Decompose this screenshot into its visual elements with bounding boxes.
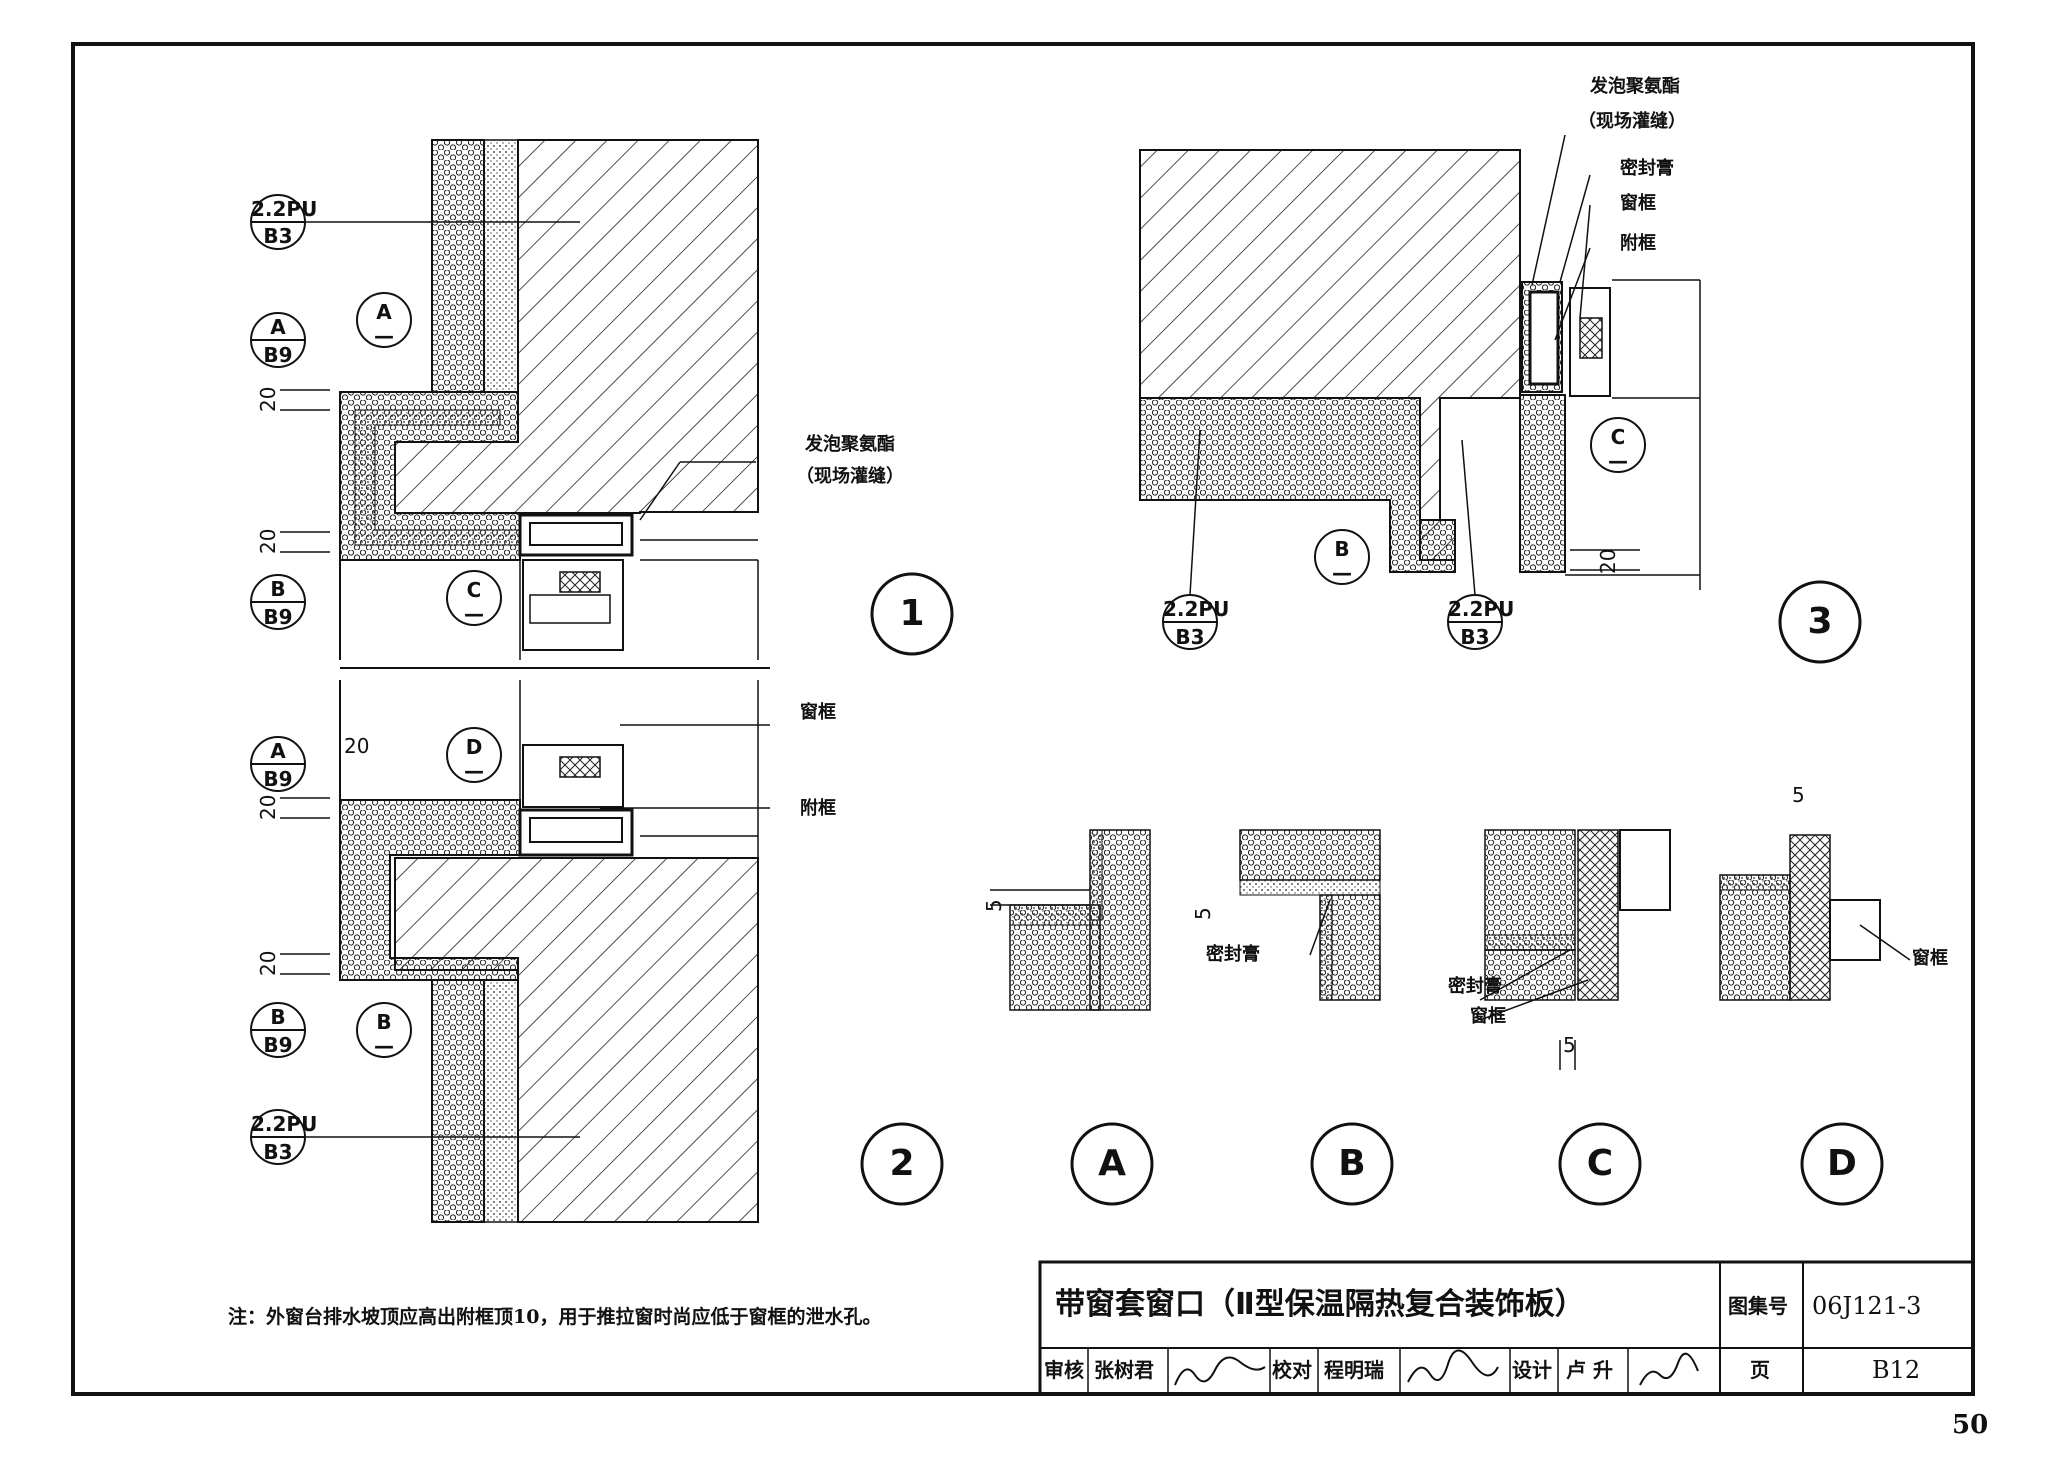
ref-a-2[interactable]: A [270, 739, 286, 763]
detail-D-drawing [1719, 834, 1881, 1001]
atlas-number: 06J121-3 [1812, 1292, 1922, 1320]
dim-20-a: 20 [256, 386, 280, 412]
ref-c-3-dash: — [1608, 449, 1628, 473]
insulation-board [1139, 397, 1456, 573]
mortar-layer [483, 979, 519, 1223]
insulation-side [1519, 394, 1566, 573]
dim-20-b: 20 [256, 528, 280, 554]
reviewer-name: 张树君 [1094, 1358, 1154, 1382]
mortar-return [354, 409, 521, 546]
detail-letter-c: C [1586, 1143, 1614, 1184]
ref-b9-1b[interactable]: B9 [263, 605, 293, 629]
ref-a-1[interactable]: A [270, 315, 286, 339]
ref-pu-top[interactable]: 2.2PU [251, 197, 318, 221]
ref-a-local[interactable]: A [376, 300, 392, 324]
dim-20-e: 20 [344, 734, 370, 758]
ref-b3-3a[interactable]: B3 [1175, 625, 1205, 649]
reviewer-signature [1174, 1356, 1266, 1386]
ref-d-2-dash: — [464, 759, 484, 783]
sub-frame-profile [518, 513, 634, 557]
sub-frame-profile [518, 808, 634, 857]
label-foam-pu-1: 发泡聚氨酯 [805, 434, 895, 455]
mortar-layer [483, 139, 519, 393]
detail-A-drawing [1009, 829, 1151, 1011]
checker-name: 程明瑞 [1324, 1358, 1384, 1382]
page-number: B12 [1872, 1356, 1921, 1384]
page-label: 页 [1750, 1358, 1770, 1382]
label-window-frame-d: 窗框 [1912, 948, 1948, 969]
atlas-label: 图集号 [1728, 1294, 1788, 1318]
ref-b9-2[interactable]: B9 [263, 767, 293, 791]
ref-c-3[interactable]: C [1610, 425, 1626, 449]
dim-5-d: 5 [1792, 783, 1805, 807]
detail-2-drawing [339, 680, 759, 1223]
label-sub-frame-2: 附框 [800, 798, 836, 819]
ref-b-2[interactable]: B [270, 1005, 286, 1029]
insulation-return [339, 391, 521, 561]
sheet-number: 50 [1952, 1410, 1989, 1440]
dim-20-c: 20 [256, 794, 280, 820]
ref-b-1[interactable]: B [270, 577, 286, 601]
ref-b9-1[interactable]: B9 [263, 343, 293, 367]
ref-b-3[interactable]: B [1334, 537, 1350, 561]
label-sealant-3: 密封膏 [1620, 158, 1674, 179]
dim-5-c: 5 [1563, 1033, 1576, 1057]
sub-frame-profile [1528, 290, 1560, 386]
review-label: 审核 [1044, 1358, 1084, 1382]
label-foam-pu-3: 发泡聚氨酯 [1590, 76, 1680, 97]
ref-pu-3b[interactable]: 2.2PU [1448, 597, 1515, 621]
ref-b-3-dash: — [1332, 561, 1352, 585]
leader-lines [306, 134, 1911, 1138]
ref-b-2-local[interactable]: B [376, 1010, 392, 1034]
ref-pu-3a[interactable]: 2.2PU [1163, 597, 1230, 621]
label-sealant-b: 密封膏 [1206, 944, 1260, 965]
ref-b3-3b[interactable]: B3 [1460, 625, 1490, 649]
detail-letter-d: D [1827, 1143, 1857, 1184]
ref-d-2[interactable]: D [465, 735, 483, 759]
detail-1-drawing [339, 139, 770, 669]
insulation-board [431, 979, 485, 1223]
label-sub-frame-3: 附框 [1620, 233, 1656, 254]
general-note: 注：外窗台排水坡顶应高出附框顶10，用于推拉窗时尚应低于窗框的泄水孔。 [228, 1306, 882, 1328]
detail-number-1: 1 [899, 593, 925, 634]
detail-letter-a: A [1098, 1143, 1126, 1184]
design-label: 设计 [1512, 1358, 1552, 1382]
label-sealant-c: 密封膏 [1448, 976, 1502, 997]
detail-number-2: 2 [889, 1143, 915, 1184]
detail-letter-b: B [1338, 1143, 1366, 1184]
dim-20-d: 20 [256, 950, 280, 976]
ref-a-local-dash: — [374, 324, 394, 348]
ref-b9-2b[interactable]: B9 [263, 1033, 293, 1057]
ref-pu-bottom[interactable]: 2.2PU [251, 1112, 318, 1136]
dimension-lines [280, 389, 1640, 1070]
label-field-fill-1: （现场灌缝） [796, 466, 904, 487]
ref-b-2-local-dash: — [374, 1034, 394, 1058]
dim-5-a: 5 [982, 899, 1006, 912]
label-field-fill-3: （现场灌缝） [1578, 111, 1686, 132]
ref-c-1[interactable]: C [466, 578, 482, 602]
dim-5-b: 5 [1191, 907, 1215, 920]
label-window-frame-3: 窗框 [1620, 193, 1656, 214]
detail-C-drawing [1484, 829, 1671, 1001]
detail-3-drawing [1139, 149, 1701, 590]
label-window-frame-c: 窗框 [1470, 1006, 1506, 1027]
detail-number-3: 3 [1807, 601, 1833, 642]
dim-20-f: 20 [1596, 548, 1620, 574]
sheet-border [71, 42, 1975, 1396]
insulation-board [431, 139, 485, 393]
ref-b3-bottom[interactable]: B3 [263, 1140, 293, 1164]
detail-B-drawing [1239, 829, 1381, 1001]
checker-signature [1407, 1349, 1499, 1383]
ref-b3-top[interactable]: B3 [263, 224, 293, 248]
label-window-frame-2: 窗框 [800, 702, 836, 723]
designer-name: 卢 升 [1566, 1358, 1613, 1382]
drawing-title: 带窗套窗口（Ⅱ型保温隔热复合装饰板） [1055, 1287, 1585, 1322]
title-block-frame [1038, 1260, 1975, 1396]
ref-c-1-dash: — [464, 602, 484, 626]
designer-signature [1639, 1352, 1699, 1386]
check-label: 校对 [1272, 1358, 1312, 1382]
